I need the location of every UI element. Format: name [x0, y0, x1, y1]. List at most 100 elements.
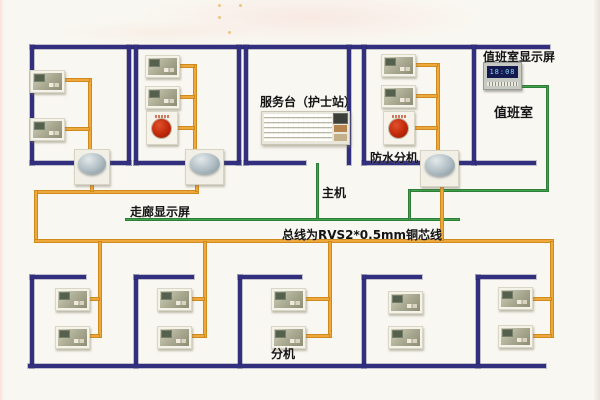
- extension-panel: [274, 291, 303, 308]
- waterproof-riser: [436, 63, 440, 153]
- extension-unit: [157, 326, 192, 349]
- host-label: 主机: [322, 186, 347, 200]
- extension-panel: [58, 329, 87, 346]
- extension-panel: [148, 58, 177, 75]
- extension-unit: [30, 70, 65, 93]
- photo-edge-left: [0, 0, 4, 400]
- extension-label: 分机: [271, 347, 296, 361]
- duty-room-label: 值班室: [494, 106, 534, 121]
- room1-riser: [88, 78, 92, 152]
- ward2-conn-b: [188, 334, 205, 338]
- extension-unit: [498, 287, 533, 310]
- duty-display-wire-stub: [518, 85, 549, 88]
- room1-conn-a: [62, 78, 90, 82]
- waterproof-call-button: [383, 111, 415, 145]
- wall-room1-right: [127, 45, 131, 165]
- room2-conn-b: [177, 95, 195, 99]
- extension-unit: [157, 288, 192, 311]
- keyboard-screen: [334, 114, 347, 123]
- wall-ward1-left: [30, 275, 34, 368]
- extension-panel: [391, 294, 420, 311]
- extension-unit: [388, 326, 423, 349]
- extension-panel: [160, 291, 189, 308]
- photo-speck: [228, 31, 231, 34]
- corridor-dome-lamp: [74, 149, 110, 185]
- wall-top: [30, 45, 550, 49]
- duty-display-screen: 18:08: [487, 66, 518, 78]
- photo-speck: [218, 4, 221, 7]
- duty-room-display-unit: 18:08: [483, 62, 522, 90]
- photo-speck: [239, 4, 242, 7]
- ward2-conn-a: [188, 297, 205, 301]
- extension-unit: [271, 288, 306, 311]
- green-wire-vertical: [408, 189, 411, 221]
- corridor-display-strip: [125, 218, 460, 221]
- service-desk-label: 服务台（护士站）: [260, 95, 357, 109]
- wall-room1-bottom-a: [30, 161, 78, 165]
- wall-ward4-left: [362, 275, 366, 368]
- extension-panel: [160, 329, 189, 346]
- extension-unit: [145, 86, 180, 109]
- wall-room2-bottom-b: [220, 161, 241, 165]
- wall-wards-bottom: [28, 364, 546, 368]
- extension-unit: [145, 55, 180, 78]
- dome2-drop: [195, 181, 199, 192]
- ward5-conn-a: [531, 297, 552, 301]
- extension-panel: [501, 328, 530, 345]
- keyboard-key-block: [334, 125, 347, 132]
- green-wire-horizontal: [408, 189, 549, 192]
- photo-edge-right: [593, 0, 600, 400]
- extension-unit: [381, 85, 416, 108]
- wall-waterproof-right: [472, 45, 476, 165]
- extension-unit: [381, 54, 416, 77]
- ward2-drop: [203, 241, 207, 338]
- photo-speck: [218, 16, 221, 19]
- extension-unit: [55, 288, 90, 311]
- ward1-conn-a: [86, 297, 100, 301]
- wall-ward3-top: [238, 275, 302, 279]
- duty-display-caption: [487, 82, 518, 86]
- room2-conn-c: [176, 126, 195, 130]
- extension-panel: [33, 121, 62, 138]
- wall-ward5-left: [476, 275, 480, 368]
- wall-dutyroom-bottom: [476, 161, 536, 165]
- waterproof-call-button: [146, 111, 178, 145]
- corridor-call-line: [34, 190, 199, 194]
- host-wire-drop: [316, 163, 319, 221]
- bus-spec-label: 总线为RVS2*0.5mm铜芯线: [282, 228, 443, 242]
- room2-conn-a: [177, 64, 195, 68]
- wall-ward3-left: [238, 275, 242, 368]
- wall-room1-bottom-b: [104, 161, 131, 165]
- waterproof-conn-c: [409, 126, 438, 130]
- nurse-station-keyboard: [261, 111, 350, 145]
- ward3-drop: [328, 241, 332, 338]
- dome3-bus-drop: [440, 183, 444, 241]
- ward3-conn-b: [303, 334, 330, 338]
- extension-unit: [388, 291, 423, 314]
- wall-ward4-top: [362, 275, 422, 279]
- ward3-conn-a: [303, 297, 330, 301]
- wall-station-right: [347, 45, 351, 165]
- duty-display-wire-drop: [546, 85, 549, 192]
- extension-panel: [33, 73, 62, 90]
- extension-panel: [384, 57, 413, 74]
- wall-room2-left: [134, 45, 138, 165]
- extension-panel: [148, 89, 177, 106]
- corridor-display-label: 走廊显示屏: [130, 205, 191, 219]
- extension-panel: [384, 88, 413, 105]
- wall-waterproof-bottom-b: [455, 161, 476, 165]
- waterproof-conn-b: [412, 94, 438, 98]
- waterproof-conn-a: [412, 63, 438, 67]
- corridor-dome-lamp: [185, 149, 224, 185]
- photo-smudge: [140, 0, 480, 44]
- ward5-right-drop: [550, 241, 554, 338]
- corridor-left-drop: [34, 190, 38, 243]
- room1-conn-b: [62, 127, 90, 131]
- duty-display-label: 值班室显示屏: [483, 50, 556, 64]
- wall-station-left: [244, 45, 248, 165]
- wall-room2-bottom-a: [134, 161, 186, 165]
- extension-unit: [30, 118, 65, 141]
- main-bus-line: [34, 239, 554, 243]
- wall-ward2-left: [134, 275, 138, 368]
- wall-ward2-top: [134, 275, 194, 279]
